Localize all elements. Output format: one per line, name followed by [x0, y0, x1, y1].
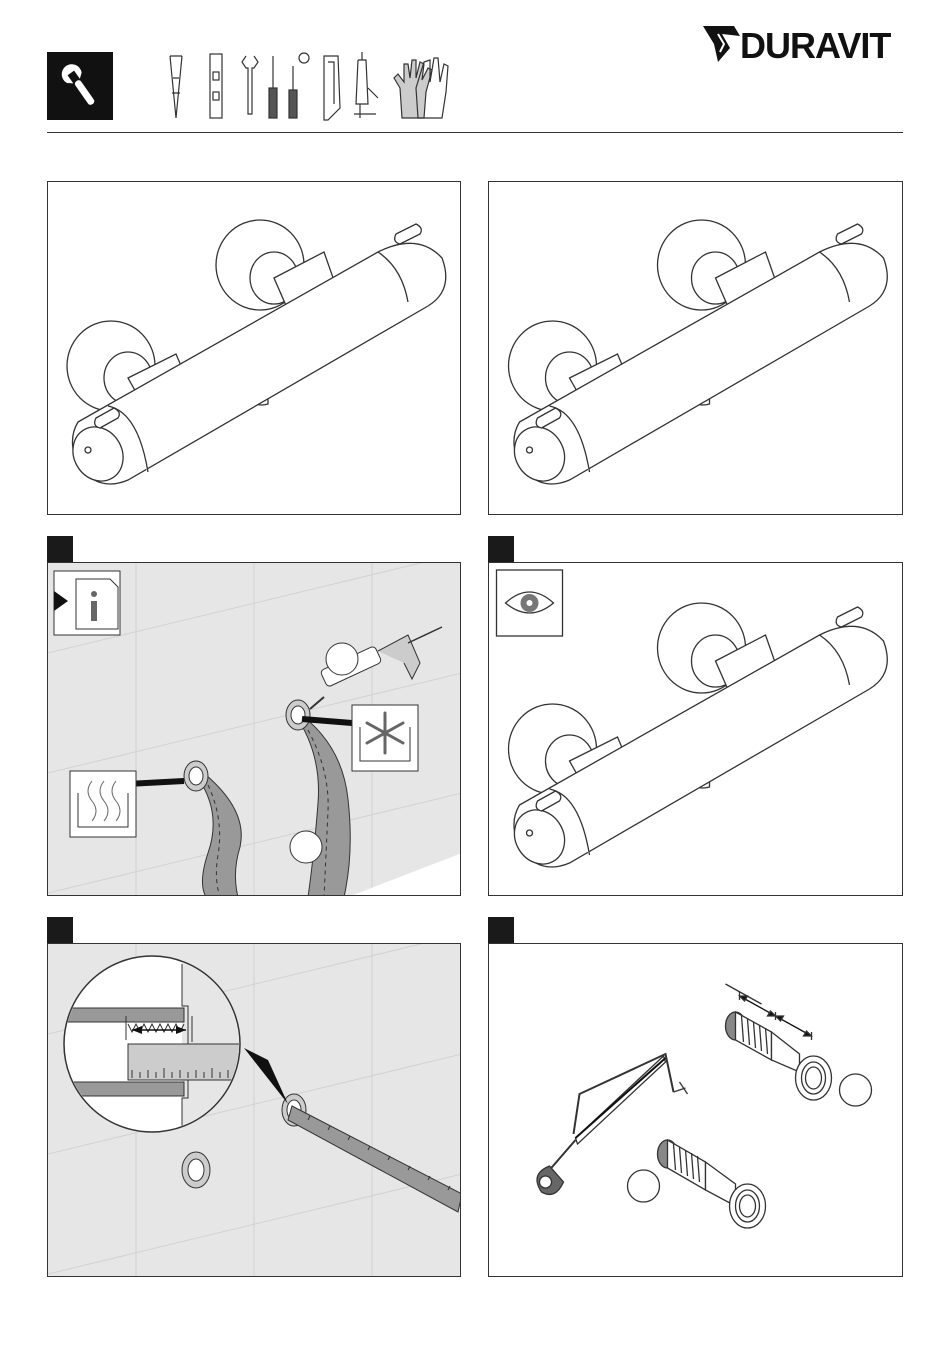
measure-connection-depth-illustration: [48, 944, 461, 1277]
brand-logo: DURAVIT: [700, 22, 905, 66]
screwdriver-flat-icon: [269, 56, 277, 118]
info-icon: [54, 571, 120, 635]
thermostatic-mixer-drawing: [48, 182, 461, 515]
hacksaw-illustration: [537, 1054, 688, 1194]
panel-step-2: [488, 562, 903, 896]
eye-icon: [497, 570, 563, 636]
callout-2: [628, 1170, 660, 1202]
panel-step-4: [488, 943, 903, 1277]
cut-extension-illustration: [489, 944, 903, 1277]
step-tab-2: [488, 536, 514, 562]
wrench-icon: [242, 56, 258, 114]
header-rule: [47, 132, 903, 133]
required-tools: [162, 48, 457, 124]
step-tab-1: [47, 536, 73, 562]
section-icon-box: [47, 52, 113, 120]
panel-step-1: [47, 562, 461, 896]
callout-1: [326, 643, 358, 675]
tape-measure-icon: [170, 56, 182, 118]
hacksaw-icon: [324, 56, 340, 120]
panel-step-3: [47, 943, 461, 1277]
mixer-inspection-illustration: [489, 563, 903, 896]
step-tab-4: [488, 917, 514, 943]
extension-piece-upper: [726, 1012, 832, 1100]
screwdriver-phillips-icon: [289, 53, 309, 118]
step-tab-3: [47, 917, 73, 943]
panel-top-right: [488, 181, 903, 515]
cold-water-icon: [352, 705, 418, 771]
callout-1: [840, 1074, 872, 1106]
extension-piece-lower: [658, 1140, 766, 1228]
gloves-icon: [394, 58, 448, 118]
thermostatic-mixer-drawing: [489, 182, 903, 515]
wrench-icon: [47, 52, 113, 120]
caulking-gun-icon: [354, 52, 378, 118]
callout-2: [290, 831, 322, 863]
duravit-swoosh-icon: [703, 26, 740, 62]
hot-water-icon: [70, 771, 136, 837]
brand-name: DURAVIT: [740, 25, 891, 66]
flush-pipes-illustration: [48, 563, 461, 896]
spirit-level-icon: [210, 54, 222, 118]
panel-top-left: [47, 181, 461, 515]
wall-connection-lower: [182, 1152, 210, 1188]
